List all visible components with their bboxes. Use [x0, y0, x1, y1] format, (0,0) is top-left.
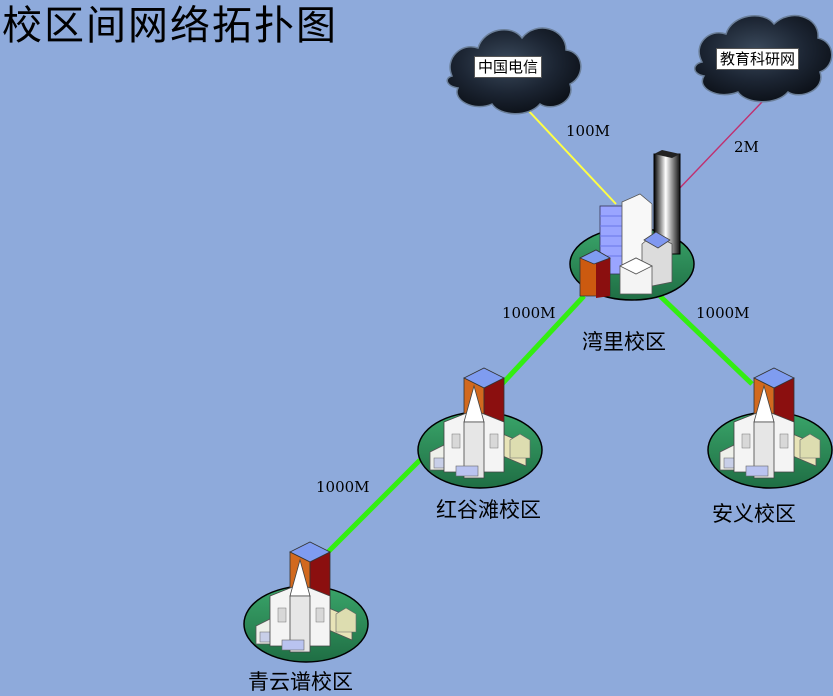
link-wanli-honggutan: [500, 294, 586, 386]
edu-network-label: 教育科研网: [716, 48, 800, 70]
telecom-label: 中国电信: [474, 56, 543, 78]
anyi-campus-label: 安义校区: [712, 502, 796, 526]
wanli-honggutan-bandwidth-label: 1000M: [502, 304, 556, 322]
qingyunpu-campus-icon: [243, 541, 369, 663]
wanli-campus-label: 湾里校区: [582, 330, 666, 354]
qingyunpu-campus-label: 青云谱校区: [248, 670, 353, 694]
link-wanli-anyi: [658, 294, 754, 386]
honggutan-campus-label: 红谷滩校区: [436, 498, 541, 522]
link-honggutan-qingyunpu: [326, 458, 422, 554]
edu-bandwidth-label: 2M: [734, 138, 759, 156]
link-edu: [675, 101, 763, 193]
honggutan-qingyunpu-bandwidth-label: 1000M: [316, 478, 370, 496]
wanli-campus-icon: [569, 150, 695, 301]
anyi-campus-icon: [707, 367, 833, 489]
link-telecom: [525, 107, 617, 205]
honggutan-campus-icon: [417, 367, 543, 489]
wanli-anyi-bandwidth-label: 1000M: [696, 304, 750, 322]
telecom-bandwidth-label: 100M: [566, 122, 610, 140]
page-title: 校区间网络拓扑图: [2, 3, 338, 49]
